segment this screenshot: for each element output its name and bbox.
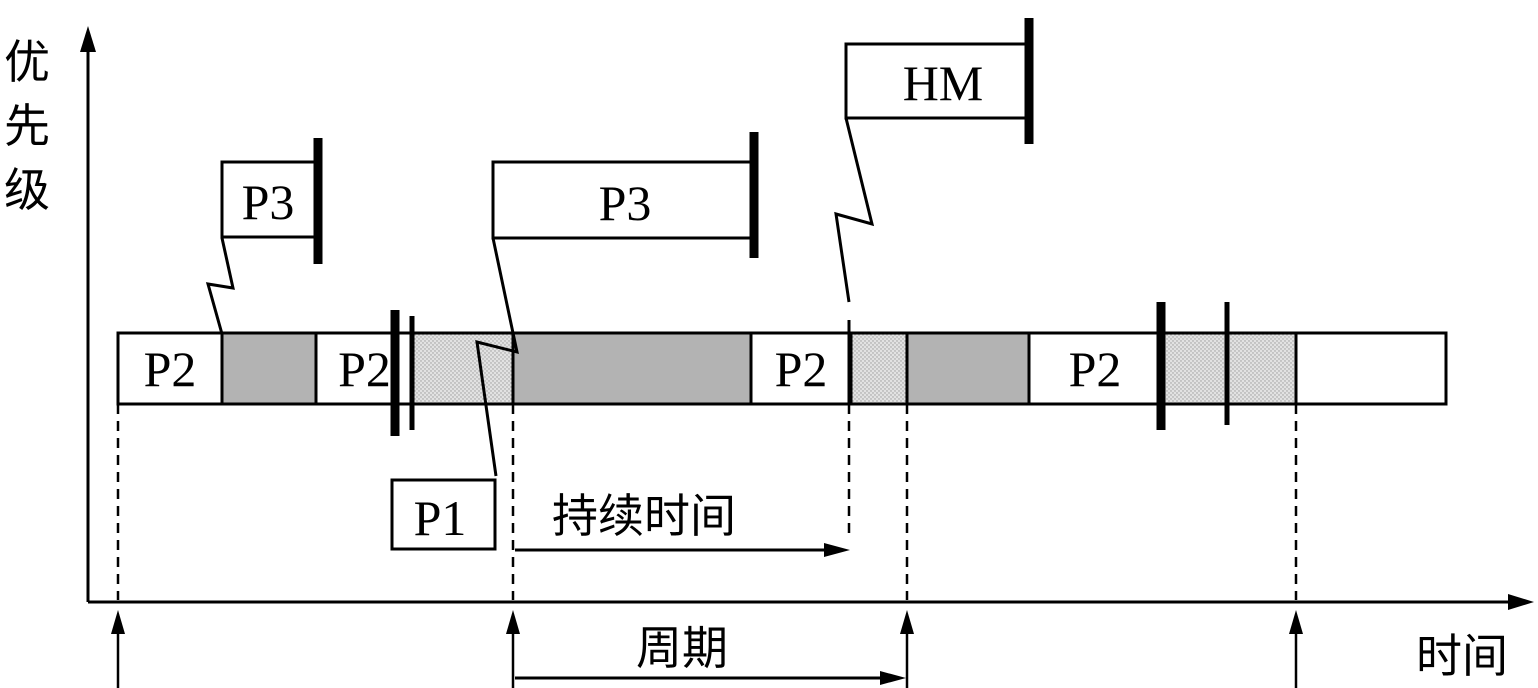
timeline-separators [390, 302, 1230, 436]
y-axis [80, 26, 96, 602]
y-axis-label-char-1: 优 [4, 35, 50, 89]
task-p3-long: P3 [491, 132, 759, 258]
y-axis-label-char-2: 先 [4, 99, 50, 153]
bolt-p3-short-icon [205, 237, 235, 335]
timeline-segment-box [749, 331, 853, 406]
timeline-segment-dark [511, 331, 753, 406]
task-p3-long-label: P3 [599, 175, 652, 231]
timeline-segment-box [511, 331, 753, 406]
task-p3-short: P3 [220, 138, 323, 264]
x-axis-label: 时间 [1416, 629, 1508, 683]
preemption-bolts [205, 117, 875, 477]
period-label: 周期 [636, 621, 728, 675]
x-axis [88, 594, 1534, 610]
timeline-segment-p2: P2 [116, 331, 224, 406]
timeline-segment-box [411, 331, 515, 406]
timeline-segment-label: P2 [144, 341, 197, 397]
timeline-segment-light [411, 331, 515, 406]
timeline-segment-box [905, 331, 1031, 406]
timeline-segment-p2: P2 [1027, 331, 1163, 406]
timeline-segment-label: P2 [1069, 341, 1122, 397]
y-axis-label-char-3: 级 [4, 163, 50, 217]
duration-label: 持续时间 [552, 489, 736, 543]
timeline-segment-box [1294, 331, 1448, 406]
task-p1: P1 [390, 478, 497, 551]
timeline-segment-dark [220, 331, 318, 406]
timeline-segment-p2: P2 [749, 331, 853, 406]
timeline-segment-label: P2 [775, 341, 828, 397]
bolt-p3-long-icon [475, 237, 519, 477]
task-hm: HM [844, 18, 1034, 144]
timeline-segment-light [849, 331, 909, 406]
timeline-segment-box [220, 331, 318, 406]
timeline-segment-empty [1294, 331, 1448, 406]
timeline-segment-dark [905, 331, 1031, 406]
period-annotation: 周期 [515, 621, 906, 685]
task-hm-label: HM [903, 55, 984, 111]
task-p3-short-label: P3 [242, 174, 295, 230]
dashed-markers [116, 404, 1298, 600]
duration-annotation: 持续时间 [515, 489, 850, 557]
task-p1-label: P1 [414, 490, 467, 546]
timeline-bar: P2 P2 P2 P2 [116, 331, 1448, 406]
timeline-segment-label: P2 [338, 341, 391, 397]
release-arrows [111, 610, 1303, 688]
timeline-segment-box [849, 331, 909, 406]
bolt-hm-icon [834, 117, 875, 303]
